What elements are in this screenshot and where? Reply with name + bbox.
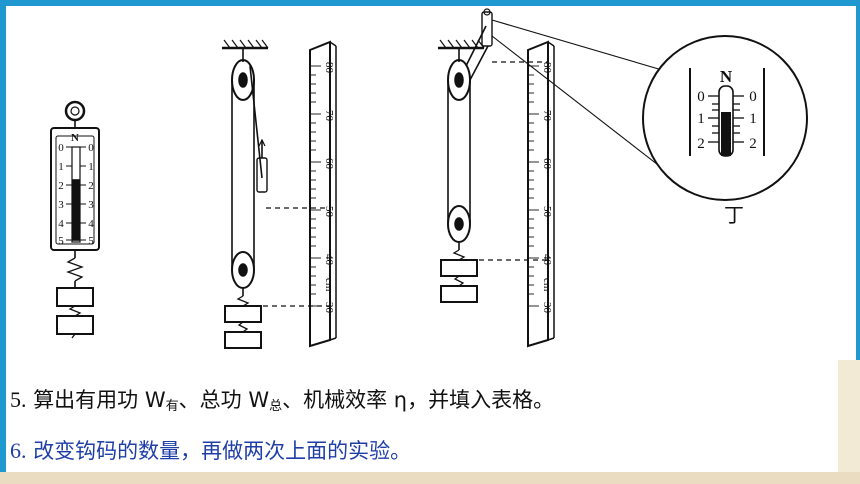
ruler-label: 60 [541, 158, 553, 170]
scale-tick-label: 2 [58, 180, 64, 192]
figure-d-zoom-circle [642, 35, 808, 201]
scale-tick-labels-left: 0 1 2 3 4 5 [58, 142, 64, 247]
experiment-figure: N 0 1 2 3 4 5 0 1 2 3 4 5 [50, 8, 808, 349]
scale-tick-label: 4 [58, 218, 64, 230]
ruler-label: 70 [323, 110, 335, 122]
ruler-c-labels: 80 70 60 50 40 30 cm [541, 62, 553, 314]
figure-a-spring-scale [50, 100, 100, 339]
scale-tick-labels-right: 0 1 2 3 4 5 [88, 142, 94, 247]
step-5-text-c: 、机械效率 η，并填入表格。 [282, 388, 555, 412]
left-accent-bar [0, 0, 6, 484]
figure-c-pulley-setup [438, 8, 663, 348]
zoom-tick-label: 2 [749, 136, 757, 152]
ruler-label: 60 [323, 158, 335, 170]
scale-tick-label: 2 [88, 180, 94, 192]
top-accent-bar [0, 0, 860, 6]
ruler-label: 70 [541, 110, 553, 122]
step-6-text-body: 改变钩码的数量，再做两次上面的实验。 [33, 439, 412, 463]
ruler-b-ticks [311, 65, 321, 307]
scale-unit-label: N [71, 132, 79, 144]
scale-tick-label: 3 [58, 199, 64, 211]
scale-tick-label: 0 [58, 142, 64, 154]
scale-tick-label: 1 [88, 161, 94, 173]
ruler-label: 80 [541, 62, 553, 74]
ruler-label: 40 [323, 254, 335, 266]
step-5-sub-total: 总 [269, 399, 283, 414]
scale-tick-label: 3 [88, 199, 94, 211]
zoom-unit-label: N [720, 67, 733, 86]
zoom-tick-label: 1 [749, 111, 757, 127]
zoom-tick-label: 0 [697, 89, 705, 105]
step-5-number: 5. [10, 387, 27, 412]
ruler-label: 40 [541, 254, 553, 266]
ruler-unit: cm [323, 278, 335, 292]
ruler-label: 30 [323, 302, 335, 314]
ruler-c-ticks [529, 65, 539, 307]
step-6-number: 6. [10, 438, 27, 463]
ruler-label: 50 [541, 206, 553, 218]
right-accent-bar [856, 0, 860, 484]
scale-tick-label: 5 [88, 235, 94, 247]
ruler-b-labels: 80 70 60 50 40 30 cm [323, 62, 335, 314]
ruler-label: 30 [541, 302, 553, 314]
bottom-edge-decoration [838, 360, 860, 472]
ruler-label: 80 [323, 62, 335, 74]
scale-tick-label: 1 [58, 161, 64, 173]
ruler-label: 50 [323, 206, 335, 218]
zoom-tick-label: 0 [749, 89, 757, 105]
zoom-tick-label: 2 [697, 136, 705, 152]
step-5-text: 5. 算出有用功 W有、总功 W总、机械效率 η，并填入表格。 [10, 384, 554, 414]
scale-tick-label: 4 [88, 218, 94, 230]
scale-tick-label: 5 [58, 235, 64, 247]
step-6-text: 6. 改变钩码的数量，再做两次上面的实验。 [10, 435, 411, 465]
figure-b-pulley-setup [222, 39, 337, 349]
scale-tick-label: 0 [88, 142, 94, 154]
step-5-sub-useful: 有 [165, 399, 179, 414]
step-5-text-b: 、总功 W [178, 388, 270, 412]
zoom-tick-label: 1 [697, 111, 705, 127]
zoom-tick-labels: 0 1 2 0 1 2 [697, 89, 757, 152]
bottom-strip [0, 472, 860, 484]
ruler-unit: cm [541, 278, 553, 292]
step-5-text-a: 算出有用功 W [33, 388, 166, 412]
figure-d-label: 丁 [724, 203, 744, 227]
